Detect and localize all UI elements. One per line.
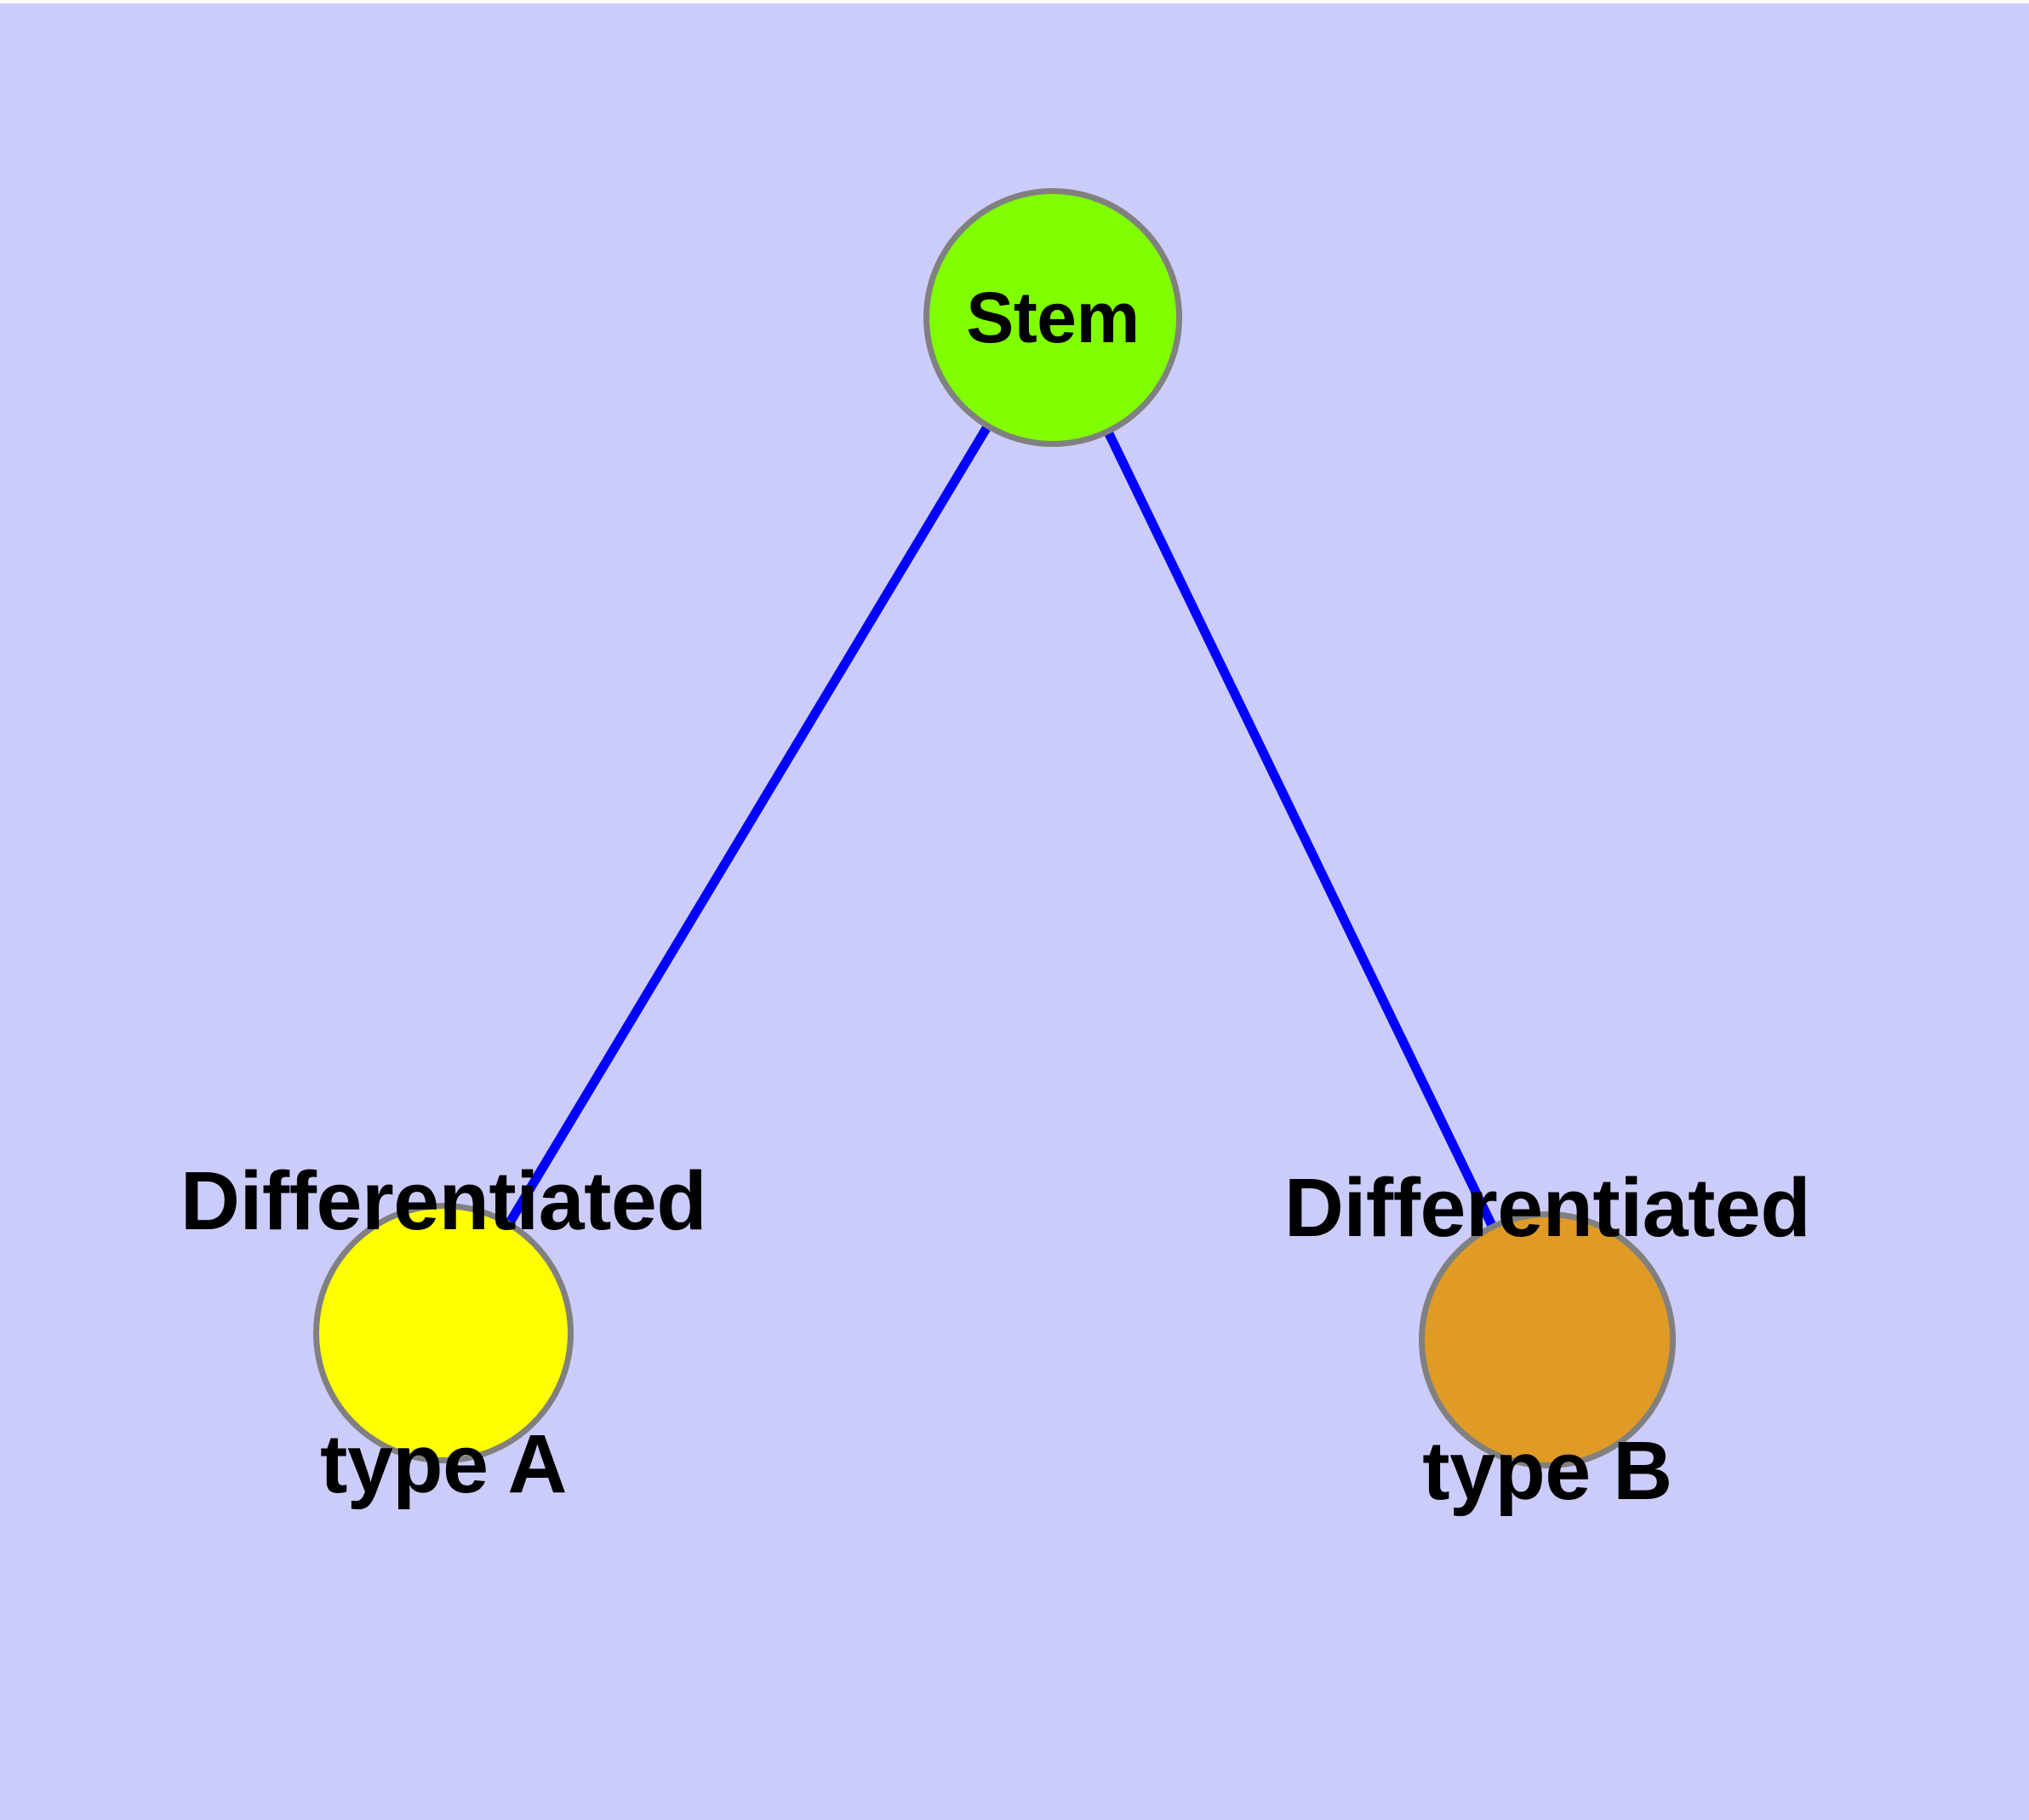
node-differentiated-type-a[interactable] [313,1203,574,1463]
nodes-layer [313,188,1676,1468]
node-differentiated-type-b[interactable] [1419,1211,1676,1468]
node-stem[interactable] [923,188,1182,447]
edge-stem-to-differentiated-type-b[interactable] [1049,315,1552,1342]
edge-stem-to-differentiated-type-a[interactable] [439,315,1057,1336]
edges-layer [439,315,1552,1342]
